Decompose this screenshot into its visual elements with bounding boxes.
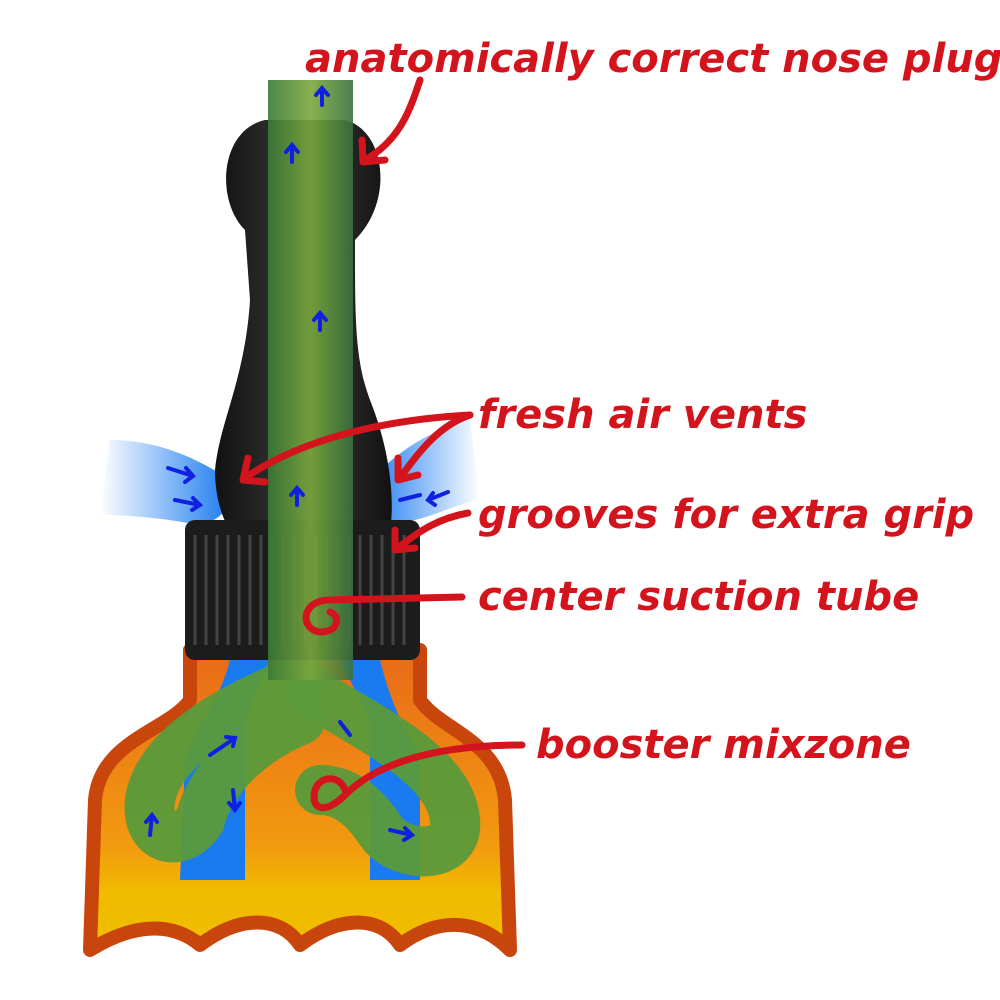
label-nose-plug: anatomically correct nose plug: [305, 36, 1000, 82]
fresh-air-vent-right: [366, 420, 480, 522]
flow-arrows: [144, 84, 450, 842]
center-suction-tube: [268, 80, 353, 680]
yellow-band: [100, 888, 500, 898]
fresh-air-vent-left: [100, 440, 232, 525]
label-fresh-air-vents: fresh air vents: [478, 392, 807, 438]
label-center-suction-tube: center suction tube: [478, 574, 919, 620]
mix-tube-right: [285, 665, 481, 877]
label-grooves: grooves for extra grip: [478, 492, 974, 538]
mix-tube-left: [124, 655, 325, 863]
annotation-arrows: [239, 76, 526, 812]
label-booster-mixzone: booster mixzone: [536, 722, 911, 768]
